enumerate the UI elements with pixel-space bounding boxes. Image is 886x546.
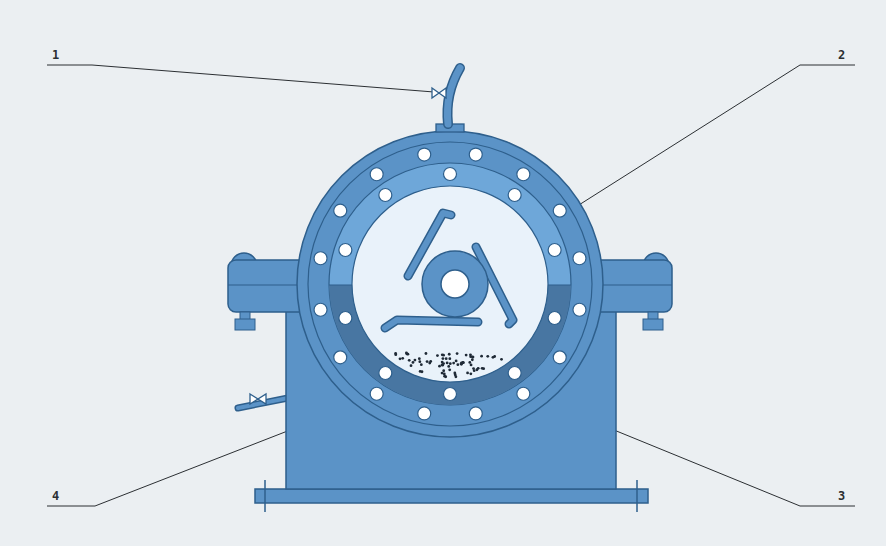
leader-lines: [47, 65, 855, 506]
bolt-holes: [314, 148, 586, 420]
feed-pipe: [432, 68, 464, 132]
drain-pipe: [238, 394, 288, 408]
housing: [297, 131, 603, 437]
callout-number: 3: [838, 489, 845, 503]
callout-number: 1: [52, 48, 59, 62]
callout-number: 4: [52, 489, 59, 503]
callout-number: 2: [838, 48, 845, 62]
grinding-balls: [394, 352, 503, 379]
rotor: [385, 213, 513, 328]
